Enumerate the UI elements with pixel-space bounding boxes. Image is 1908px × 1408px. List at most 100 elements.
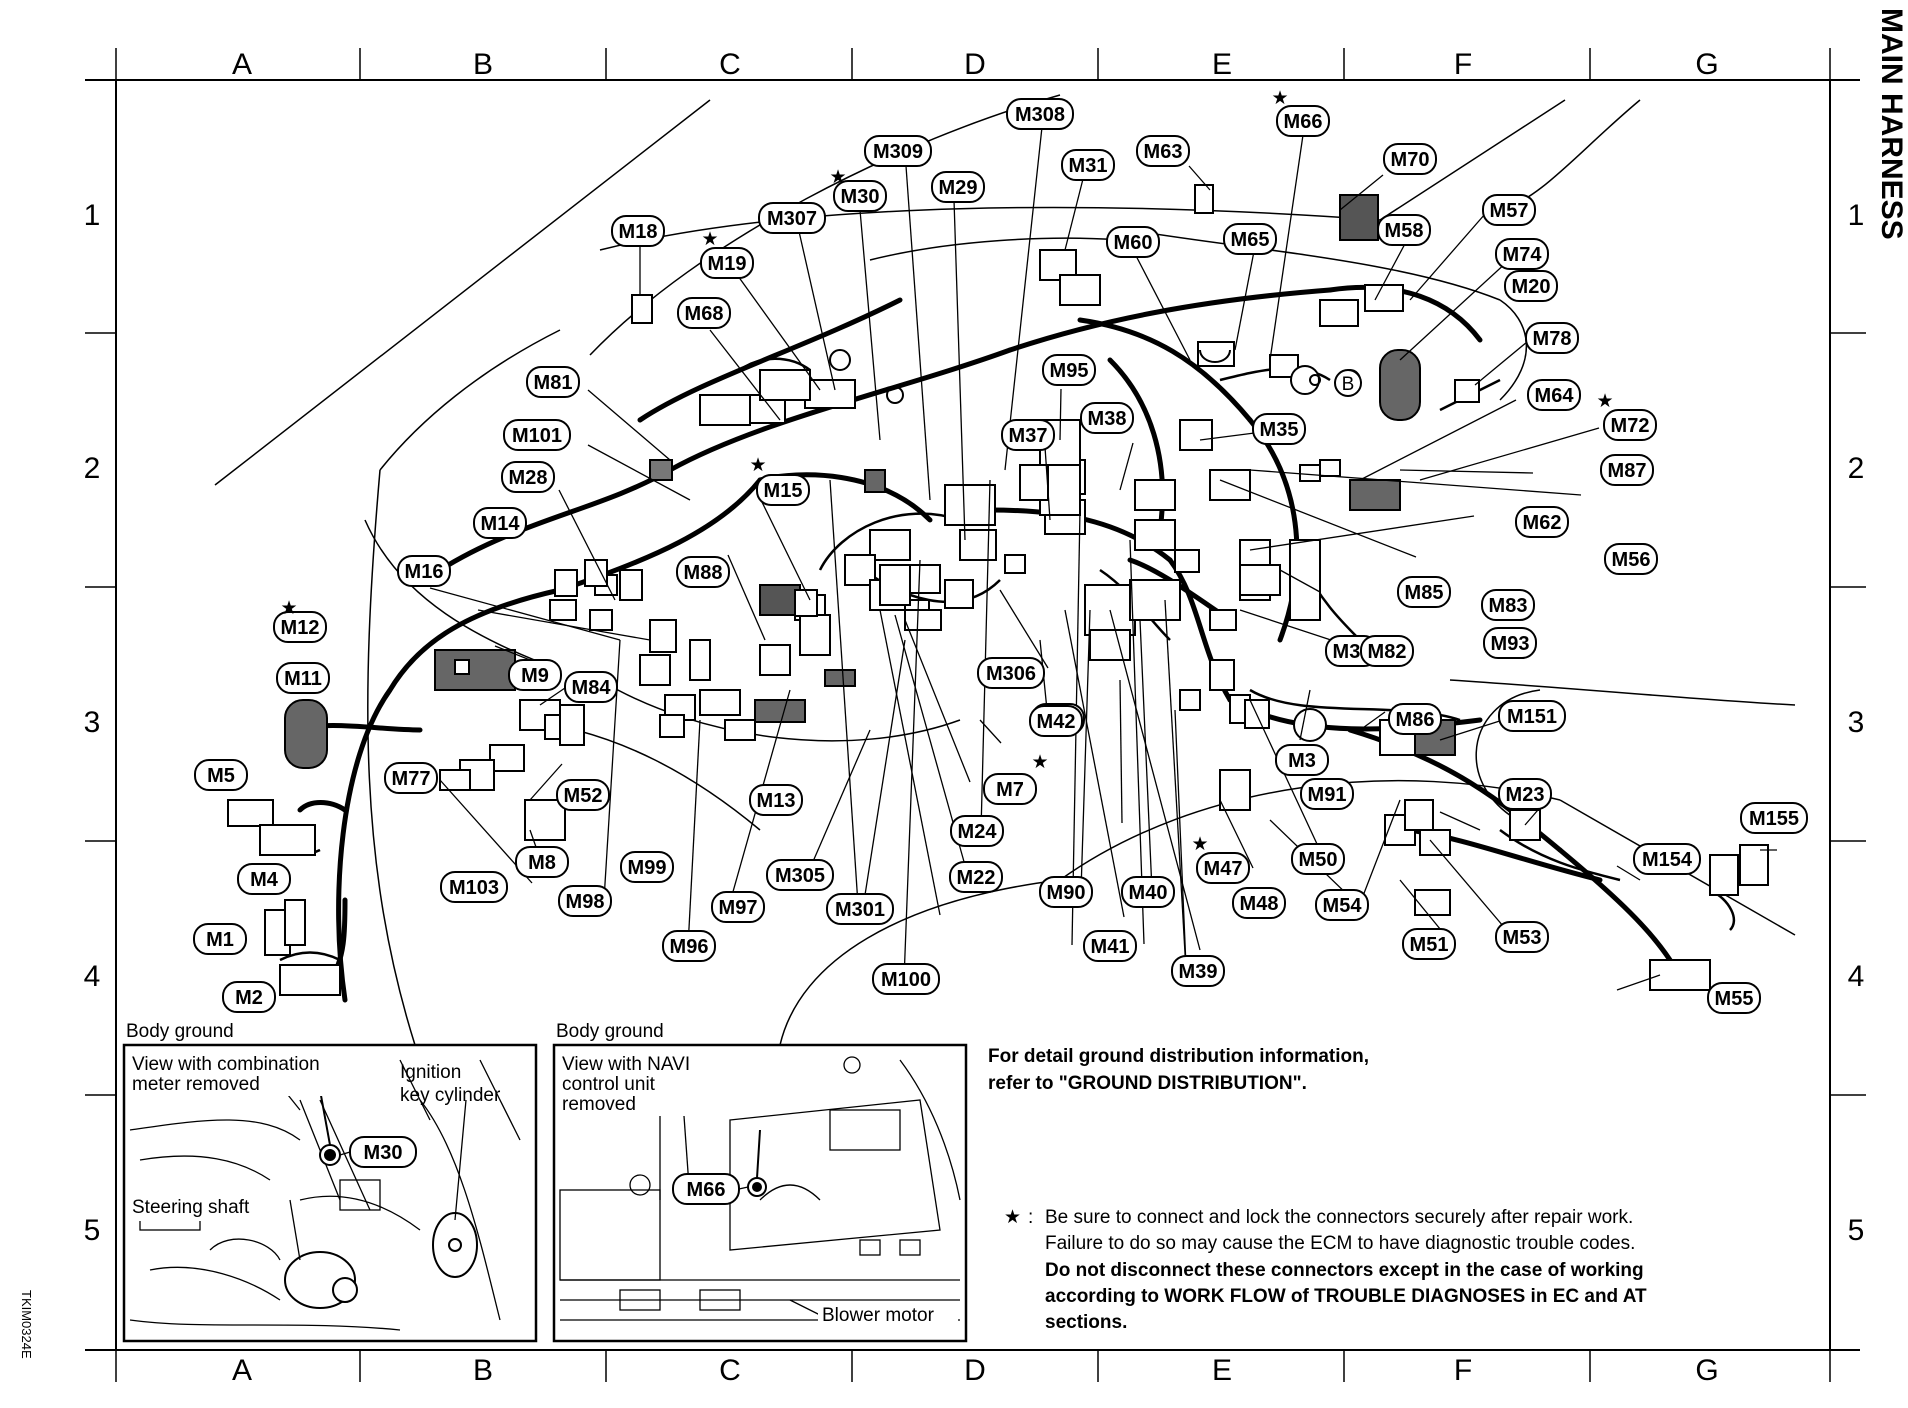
row-labels-left: 1 2 3 4 5 <box>84 199 101 1247</box>
connector-label-pill <box>950 815 1004 847</box>
connector-label: M16 <box>397 555 451 587</box>
col-label: C <box>719 48 741 81</box>
col-label: A <box>232 1354 252 1387</box>
connector-label-pill <box>473 507 527 539</box>
col-label: B <box>473 1354 493 1387</box>
connector-label-text: M42 <box>1037 711 1076 733</box>
connector-label-text: M38 <box>1088 408 1127 430</box>
connector-label-pill <box>1291 843 1345 875</box>
connector-label-text: M35 <box>1260 419 1299 441</box>
connector-label-pill <box>1397 576 1451 608</box>
connector-label-pill <box>1276 105 1330 137</box>
connector-label-pill <box>501 461 555 493</box>
connector-label-pill <box>756 474 810 506</box>
connector-label-text: M96 <box>670 936 709 958</box>
connector-label-pill <box>1498 700 1566 732</box>
connector-label: M15 <box>756 474 810 506</box>
connector-label-text: M54 <box>1323 895 1363 917</box>
connector-label-text: M72 <box>1611 415 1650 437</box>
connector-label-text: M48 <box>1240 893 1279 915</box>
column-labels-top: A B C D E F G <box>232 48 1719 81</box>
connector-label-pill <box>276 662 330 694</box>
connector-label-text: M47 <box>1204 858 1243 880</box>
connector-label: M88 <box>676 556 730 588</box>
connector-label-text: M309 <box>873 141 923 163</box>
connector-label-text: M85 <box>1405 582 1444 604</box>
connector-label-pill <box>677 297 731 329</box>
connector-label: M308 <box>1006 98 1074 130</box>
image-code: TKIM0324E <box>19 1290 34 1359</box>
star-icon: ★ <box>1596 391 1613 412</box>
connector-label-text: M50 <box>1299 849 1338 871</box>
connector-label-pill <box>1080 402 1134 434</box>
connector-bodies <box>227 184 1769 996</box>
connector-label: M51 <box>1402 928 1456 960</box>
connector-label-text: M55 <box>1715 988 1754 1010</box>
connector-label-text: M23 <box>1506 784 1545 806</box>
connector-label-pill <box>1604 543 1658 575</box>
connector-label: M53 <box>1495 921 1549 953</box>
connector-label: M30 <box>833 180 887 212</box>
connector-label: M96 <box>662 930 716 962</box>
connector-label-text: M2 <box>235 987 263 1009</box>
connector-label-text: M82 <box>1368 641 1407 663</box>
connector-label-pill <box>1383 143 1437 175</box>
connector-label: M82 <box>1360 635 1414 667</box>
star-note-bold3: sections. <box>1045 1312 1127 1333</box>
row-label: 3 <box>84 706 101 739</box>
connector-label: M309 <box>864 135 932 167</box>
connector-label-pill <box>222 981 276 1013</box>
connector-label: M13 <box>749 784 803 816</box>
connector-label-text: M95 <box>1050 360 1089 382</box>
row-label: 4 <box>1848 960 1865 993</box>
connector-label-pill <box>193 923 247 955</box>
connector-label-pill <box>397 555 451 587</box>
connector-label-text: M51 <box>1410 934 1449 956</box>
connector-label: M85 <box>1397 576 1451 608</box>
connector-label: M41 <box>1083 930 1137 962</box>
connector-label-text: M98 <box>566 891 605 913</box>
connector-label-pill <box>872 963 940 995</box>
connector-label-text: M151 <box>1507 706 1557 728</box>
connector-label: M38 <box>1080 402 1134 434</box>
connector-label-pill <box>749 784 803 816</box>
grid-ticks <box>85 48 1866 1382</box>
connector-label: M7 <box>983 773 1037 805</box>
star-note-line1: Be sure to connect and lock the connecto… <box>1045 1207 1633 1228</box>
ground-terminal-icon <box>1290 365 1320 395</box>
connector-label: M100 <box>872 963 940 995</box>
connector-label: M58 <box>1377 214 1431 246</box>
connector-label-pill <box>1603 409 1657 441</box>
connector-label-pill <box>1360 635 1414 667</box>
connector-label-text: M155 <box>1749 808 1799 830</box>
star-icon: ★ <box>701 229 718 250</box>
connector-label-pill <box>1525 322 1579 354</box>
connector-label: M22 <box>949 861 1003 893</box>
vehicle-outline <box>214 94 1796 1060</box>
col-label: G <box>1695 1354 1718 1387</box>
connector-label-text: M24 <box>958 821 998 843</box>
connector-label-text: M306 <box>986 663 1036 685</box>
connector-label: M87 <box>1600 454 1654 486</box>
inset-right: Body ground View with NAVI control unit … <box>552 1021 968 1343</box>
connector-label-pill <box>1633 843 1701 875</box>
connector-label-pill <box>1223 223 1277 255</box>
inset-right-caption: Body ground <box>556 1021 664 1042</box>
connector-label: M93 <box>1483 627 1537 659</box>
connector-label-pill <box>515 846 569 878</box>
connector-label: M306 <box>977 657 1045 689</box>
connector-label-pill <box>503 419 571 451</box>
connector-label: M3 <box>1275 744 1329 776</box>
connector-label-text: M19 <box>708 253 747 275</box>
connector-label-text: M29 <box>939 177 978 199</box>
connector-label-pill <box>1252 413 1306 445</box>
connector-label-pill <box>1481 589 1535 621</box>
connector-label-text: M86 <box>1396 709 1435 731</box>
row-label: 1 <box>84 199 101 232</box>
connector-label: M54 <box>1315 889 1369 921</box>
connector-label: M97 <box>711 891 765 923</box>
connector-label-text: M154 <box>1642 849 1693 871</box>
connector-label: M1 <box>193 923 247 955</box>
inset-left: Body ground View with combination <box>122 1021 538 1343</box>
connector-label-pill <box>711 891 765 923</box>
